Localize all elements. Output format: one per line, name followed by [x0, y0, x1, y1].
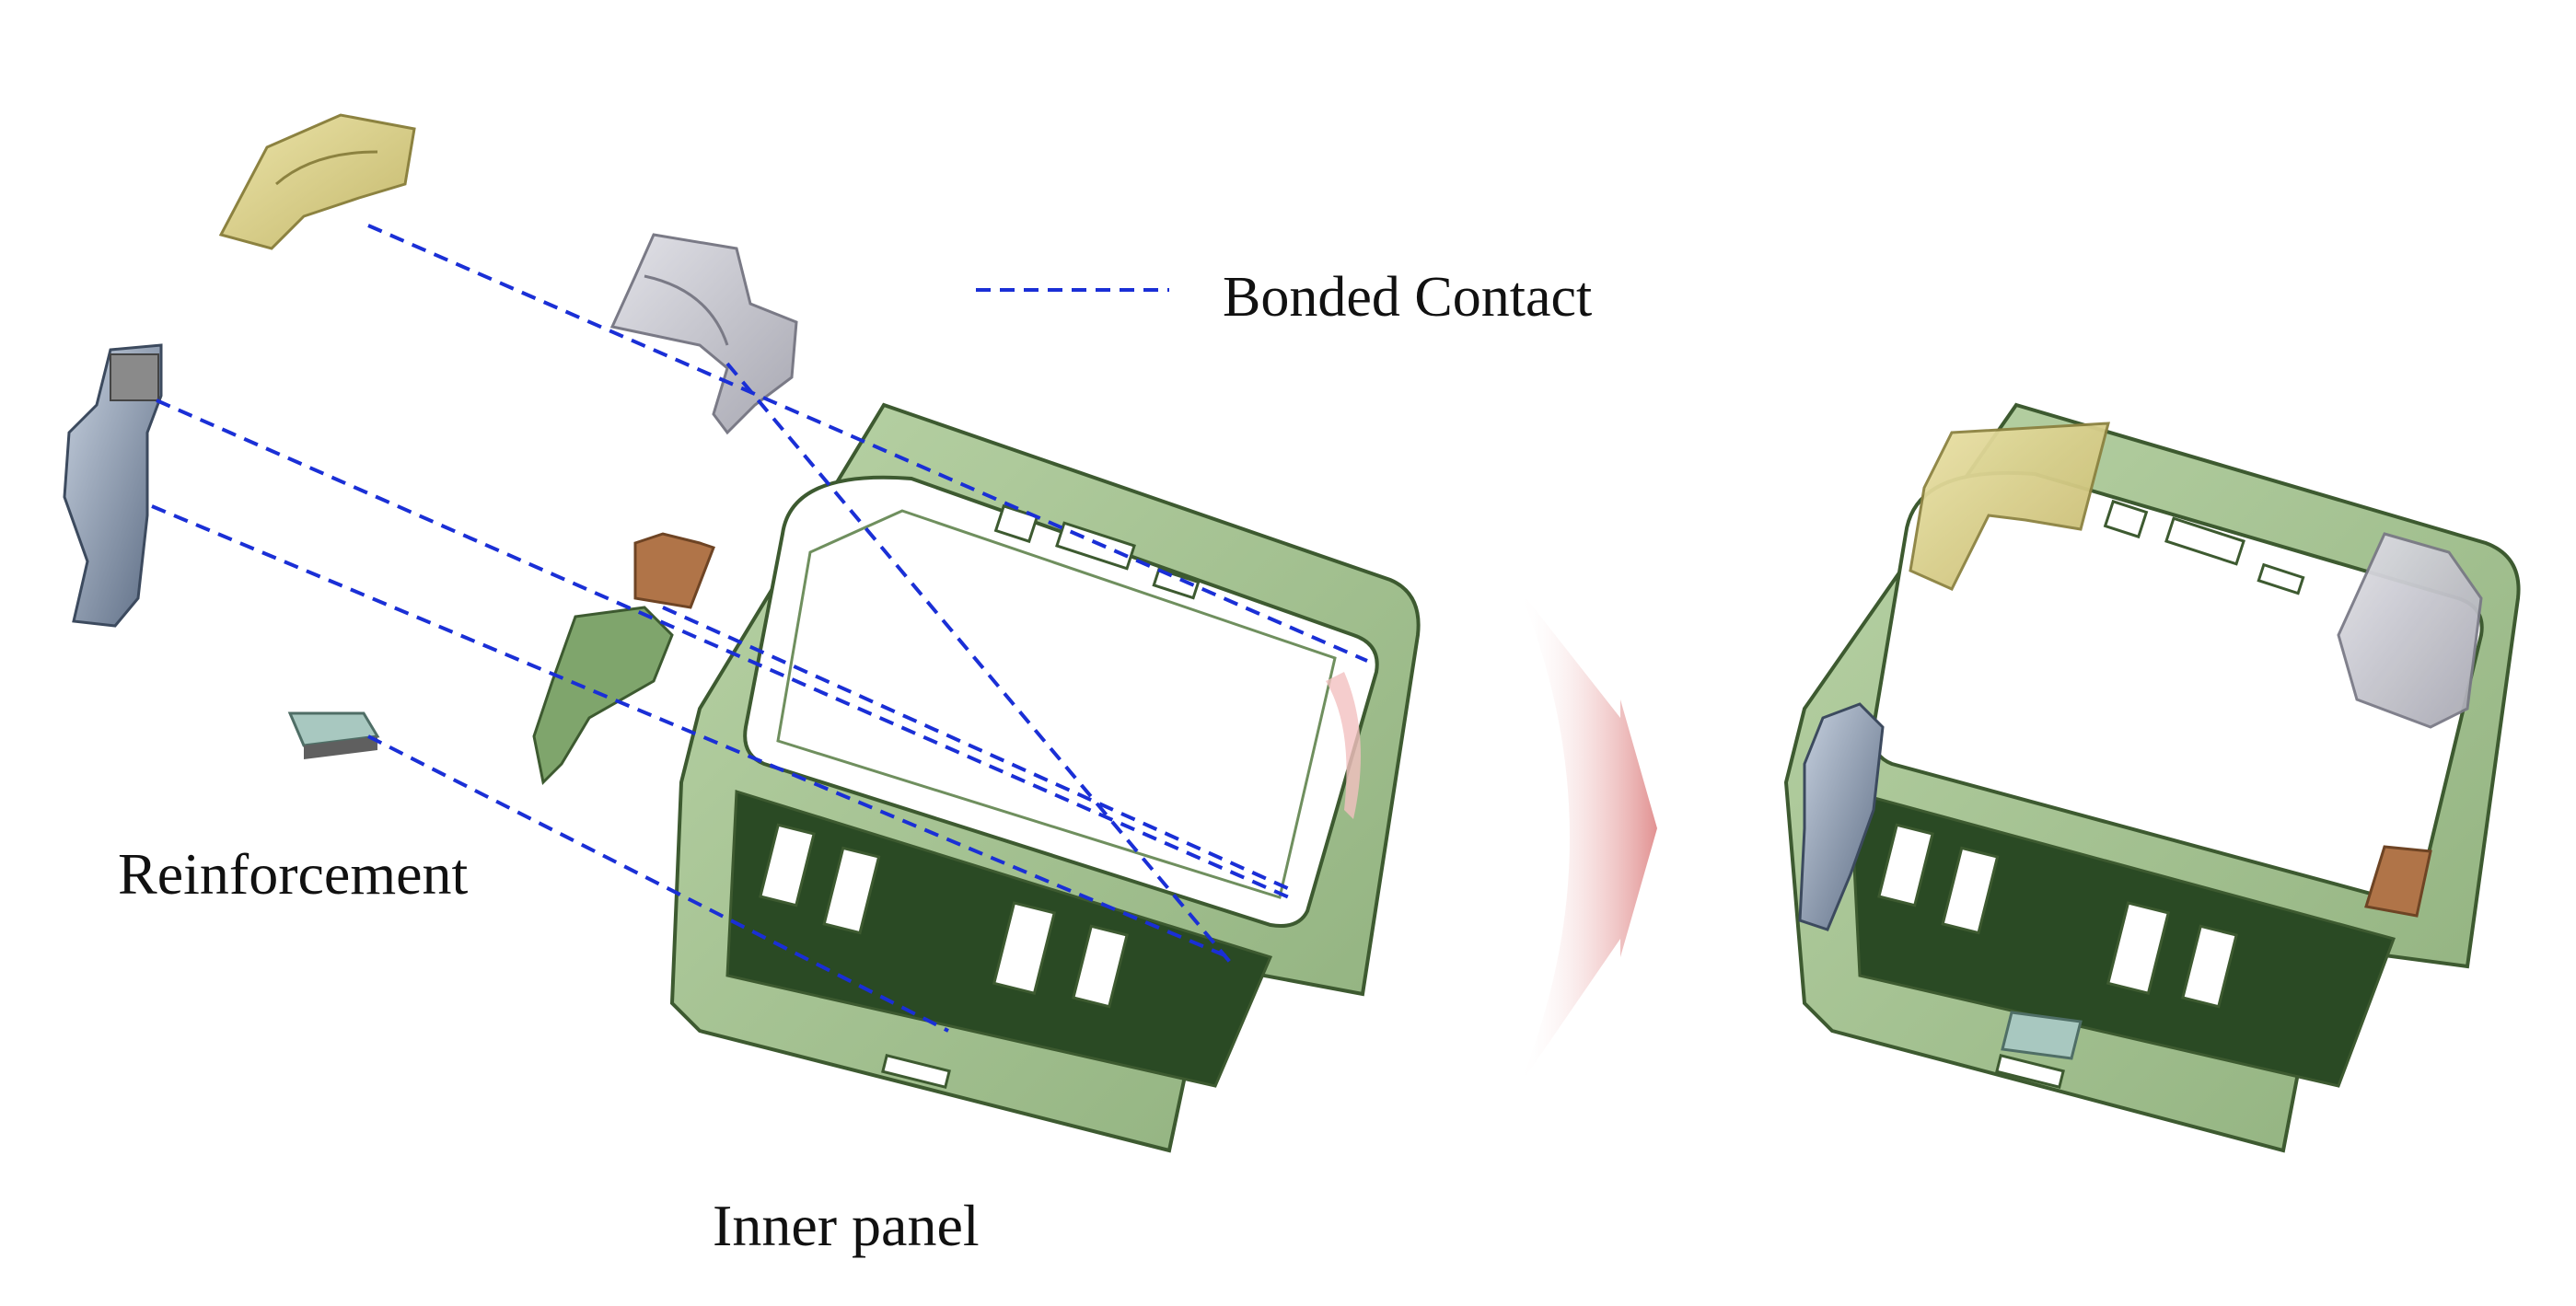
inner-panel-assembled — [1783, 402, 2521, 1153]
reinforcement-blue-gray-part — [63, 343, 163, 628]
bonded-contact-lines — [151, 224, 1368, 1033]
legend-label: Bonded Contact — [1223, 266, 1593, 329]
reinforcement-copper-part — [633, 532, 715, 609]
transition-arrow — [1519, 589, 1657, 1086]
reinforcement-yellow-part — [218, 113, 416, 250]
reinforcement-silver-part — [609, 233, 798, 435]
inner-panel-label: Inner panel — [713, 1193, 980, 1258]
reinforcement-teal-part — [287, 711, 380, 759]
reinforcement-label: Reinforcement — [118, 841, 469, 907]
